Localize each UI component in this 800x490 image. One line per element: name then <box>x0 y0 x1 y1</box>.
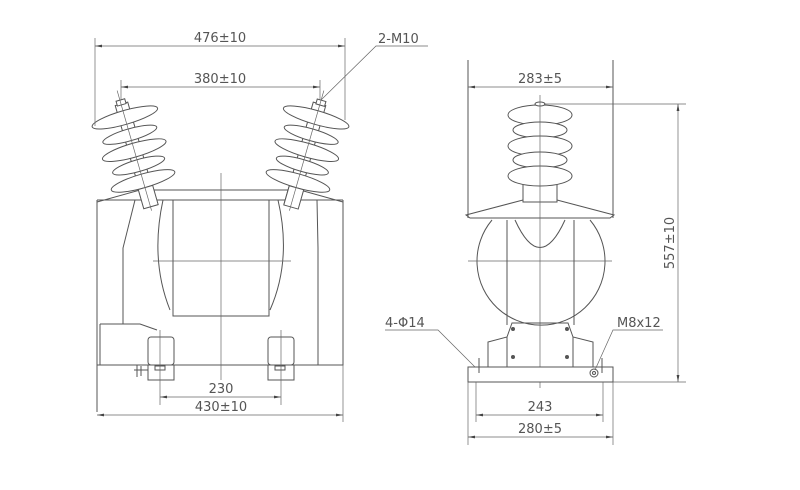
terminal-label: 2-M10 <box>378 32 419 47</box>
side-view: 283±5 557±10 4-Φ14 M8x12 243 280±5 <box>385 60 686 445</box>
dim-base-width: 280±5 <box>518 422 562 437</box>
bolt-marks <box>511 327 569 359</box>
dim-mount-spacing: 230 <box>209 382 234 397</box>
mount-holes-label: 4-Φ14 <box>385 316 425 331</box>
right-bushing <box>265 90 350 211</box>
dim-overall-width: 476±10 <box>194 31 246 46</box>
dim-top-width: 283±5 <box>518 72 562 87</box>
dim-terminal-spacing: 380±10 <box>194 72 246 87</box>
dim-base-width: 430±10 <box>195 400 247 415</box>
left-bushing <box>91 90 176 211</box>
front-view: 476±10 380±10 2-M10 230 430±10 <box>91 31 428 422</box>
ground-bolt-label: M8x12 <box>617 316 661 331</box>
dim-hole-spacing: 243 <box>528 400 553 415</box>
dim-height: 557±10 <box>663 217 678 269</box>
